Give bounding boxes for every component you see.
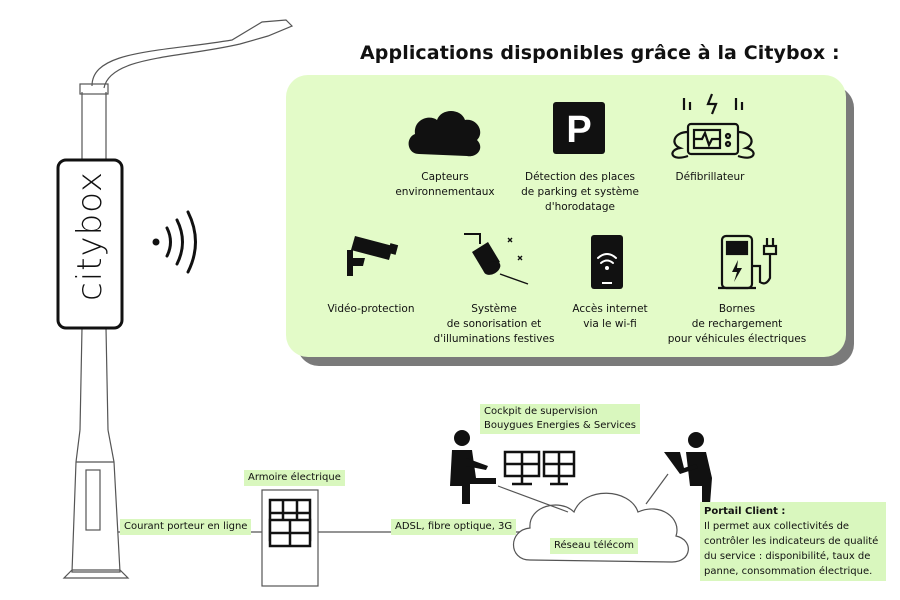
app-label: Capteurs environnementaux [395,171,495,198]
monitors-icon [503,450,576,486]
app-label: Vidéo-protection [327,303,415,315]
portal-title: Portail Client : [704,506,786,517]
cockpit-label-line1: Cockpit de supervision [484,406,598,417]
cockpit-label-line2: Bouygues Energies & Services [484,420,637,431]
app-label: Détection des places de parking et systè… [521,171,639,213]
app-label: Défibrillateur [675,171,745,183]
wireless-signal-icon [152,210,197,274]
app-ev-charging: Bornes de rechargement pour véhicules él… [662,302,812,347]
svg-text:P: P [566,109,591,151]
app-sound-lighting: Système de sonorisation et d'illuminatio… [424,302,564,347]
courant-label: Courant porteur en ligne [120,519,252,535]
app-label: Bornes de rechargement pour véhicules él… [667,303,807,345]
smartphone-wifi-icon [591,235,623,289]
app-label: Système de sonorisation et d'illuminatio… [433,303,555,345]
app-video-protection: Vidéo-protection [316,302,426,317]
page-title: Applications disponibles grâce à la City… [360,42,840,64]
armoire-label: Armoire électrique [244,470,345,486]
app-label: Accès internet via le wi-fi [572,303,648,330]
parking-icon: P [553,102,605,154]
portal-text: Il permet aux collectivités de contrôler… [704,521,879,577]
cctv-camera-icon [347,236,399,276]
app-parking-detection: Détection des places de parking et systè… [510,170,650,215]
adsl-label: ADSL, fibre optique, 3G [391,519,517,535]
ev-charger-icon [718,234,778,290]
operator-person-icon [450,430,496,504]
client-portal-box: Portail Client : Il permet aux collectiv… [700,502,886,581]
app-defibrillator: Défibrillateur [660,170,760,185]
client-person-icon [664,432,712,504]
app-wifi-access: Accès internet via le wi-fi [560,302,660,332]
defibrillator-icon [671,93,755,159]
reseau-label: Réseau télécom [550,538,639,554]
spotlight-icon [464,233,529,285]
electrical-cabinet-icon [261,489,319,587]
cloud-icon [408,111,481,157]
citybox-device [56,158,124,330]
app-environmental-sensors: Capteurs environnementaux [380,170,510,200]
cockpit-label: Cockpit de supervision Bouygues Energies… [480,404,641,434]
